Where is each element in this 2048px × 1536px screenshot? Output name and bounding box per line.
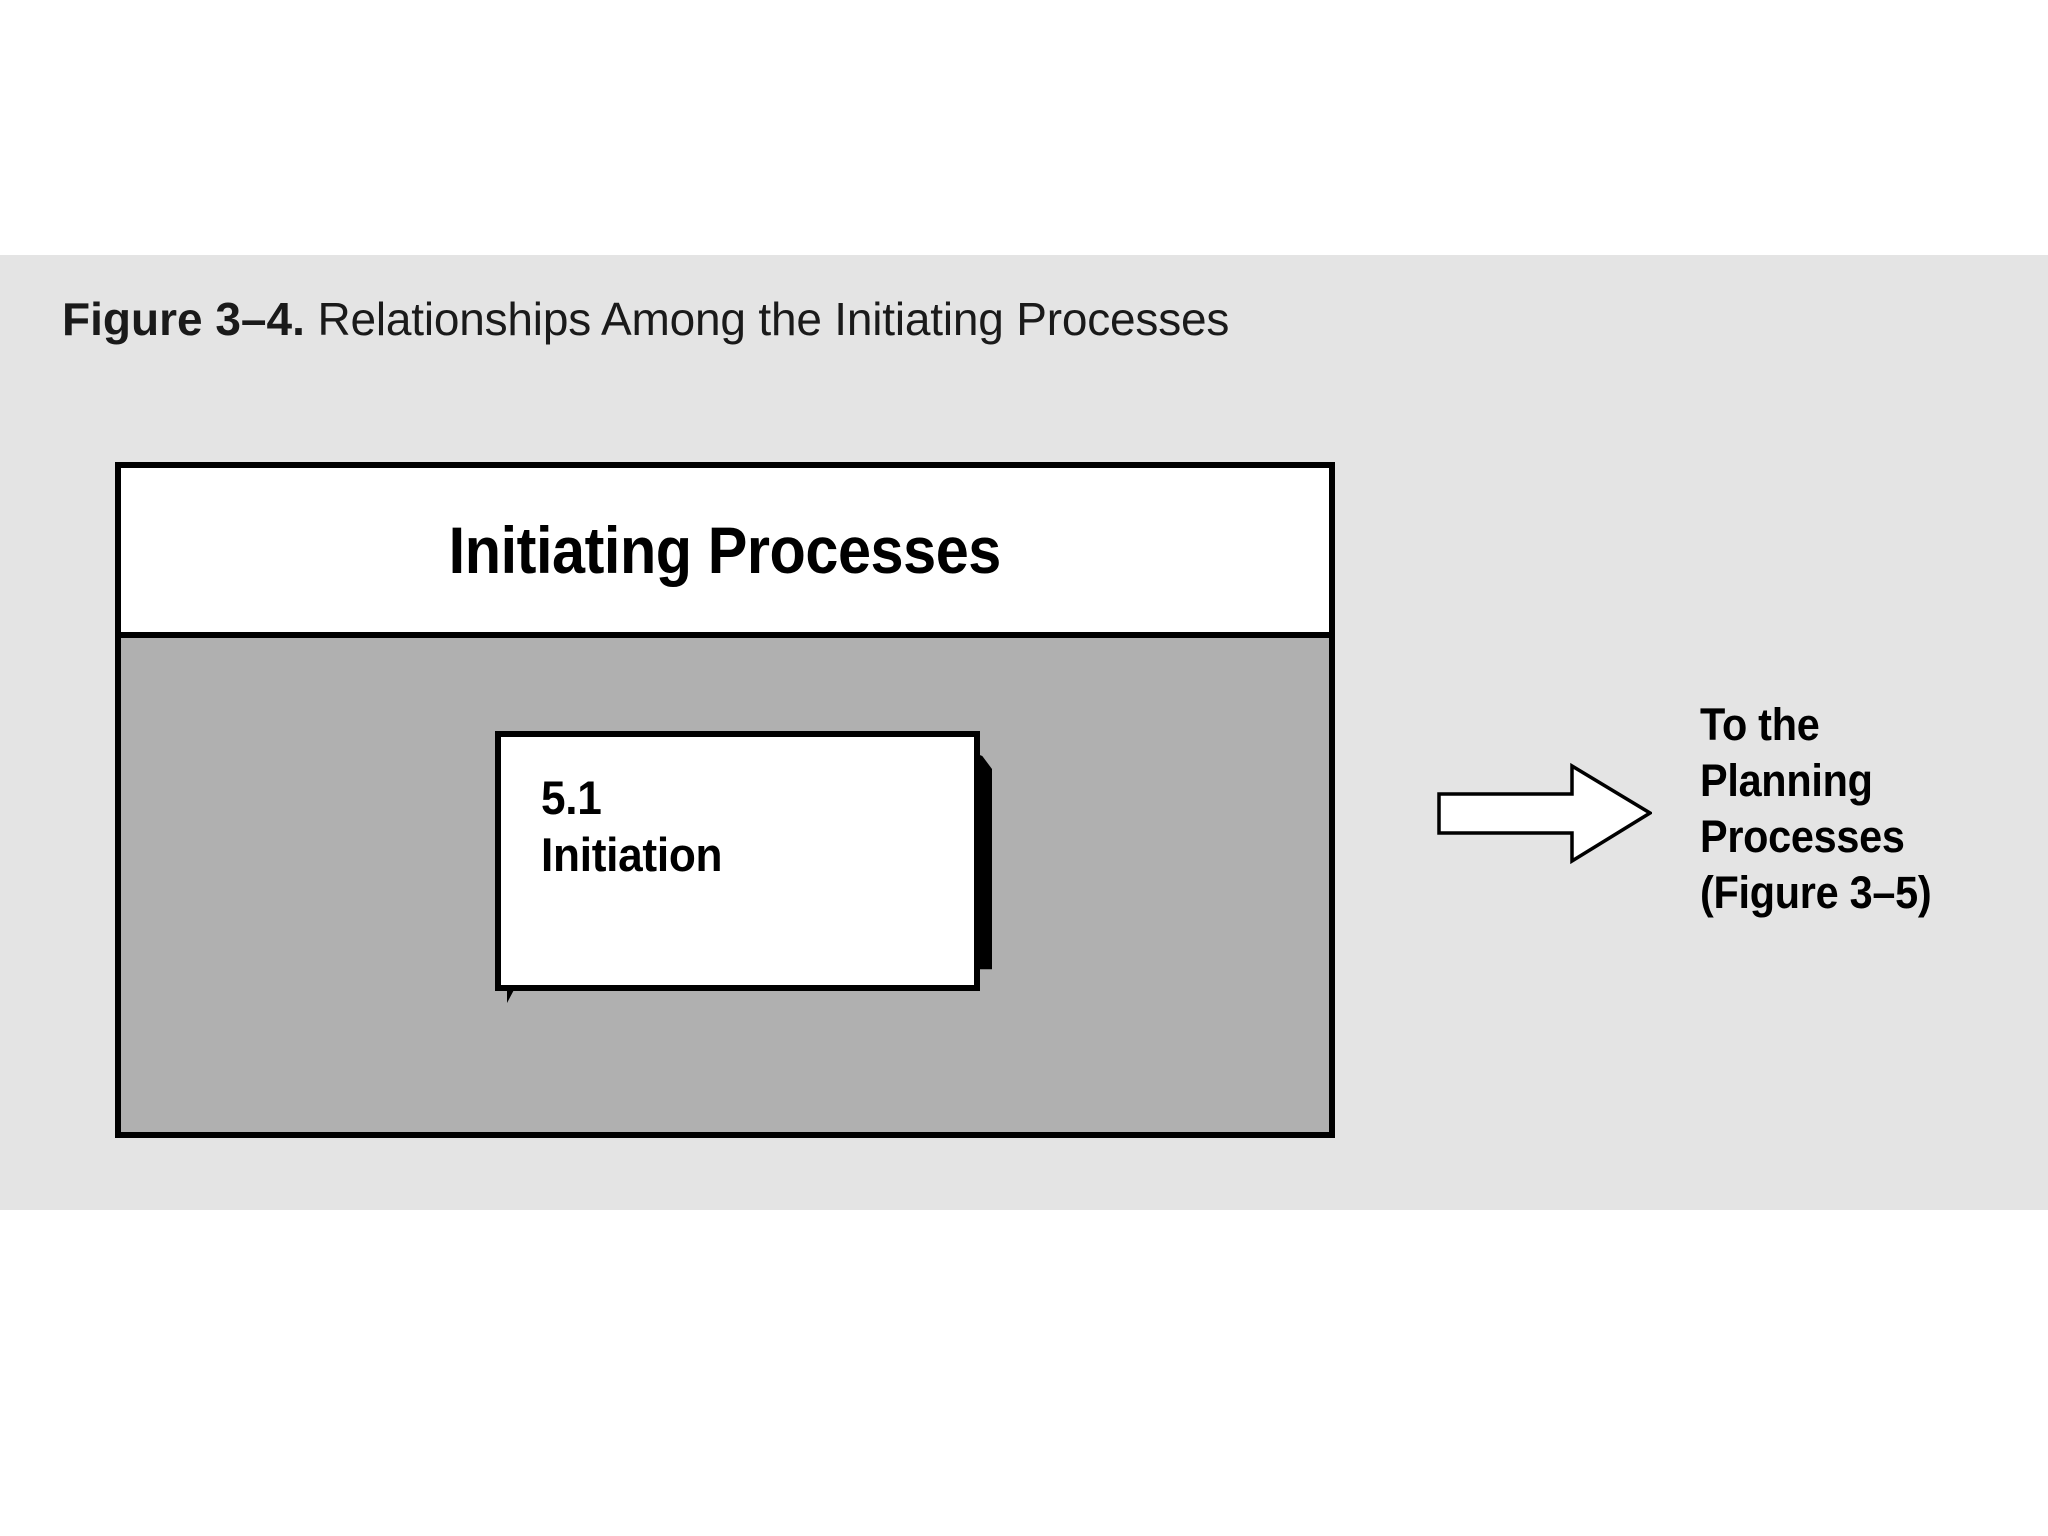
destination-line-2: Planning xyxy=(1700,755,1873,806)
destination-line-3: Processes xyxy=(1700,811,1905,862)
right-block-arrow-icon xyxy=(1437,762,1652,864)
initiating-processes-group-box: Initiating Processes 5.1 Initiation xyxy=(115,462,1335,1138)
destination-line-4: (Figure 3–5) xyxy=(1700,867,1932,918)
initiating-processes-header: Initiating Processes xyxy=(121,468,1329,638)
figure-caption-text: Relationships Among the Initiating Proce… xyxy=(304,293,1230,345)
process-node-initiation[interactable]: 5.1 Initiation xyxy=(495,731,992,1003)
process-node-text: 5.1 Initiation xyxy=(541,769,723,883)
destination-line-1: To the xyxy=(1700,699,1820,750)
figure-caption-label: Figure 3–4. xyxy=(62,293,305,345)
destination-label: To the Planning Processes (Figure 3–5) xyxy=(1700,697,1932,921)
figure-caption: Figure 3–4. Relationships Among the Init… xyxy=(62,290,1229,348)
process-node-number: 5.1 xyxy=(541,771,602,824)
process-node-card: 5.1 Initiation xyxy=(495,731,980,991)
initiating-processes-title: Initiating Processes xyxy=(448,513,1002,587)
process-node-name: Initiation xyxy=(541,828,723,881)
initiating-processes-body: 5.1 Initiation xyxy=(121,638,1329,1132)
